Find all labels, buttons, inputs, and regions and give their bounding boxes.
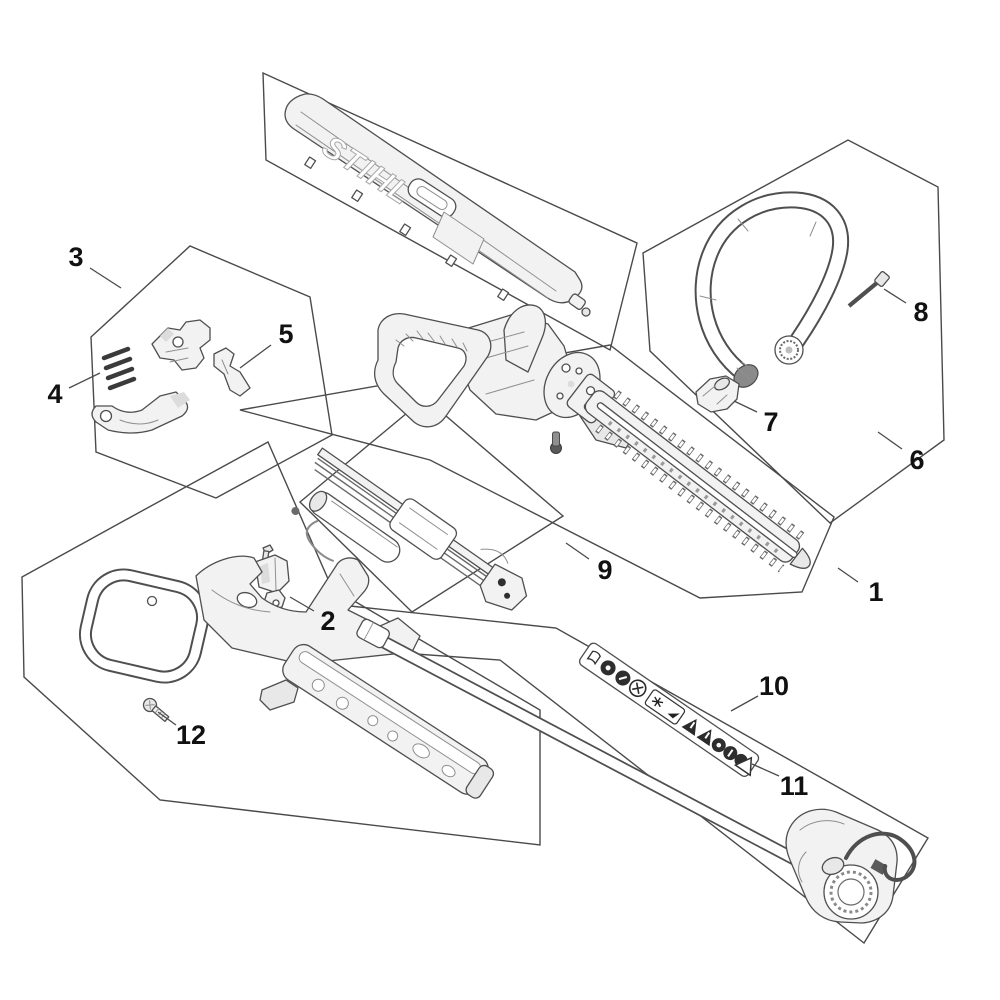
callout-11[interactable]: 11 [780,771,809,801]
callout-6[interactable]: 6 [909,445,924,475]
handle-housing-part [78,555,495,799]
hanger-hook-wire [844,831,917,882]
cutter-bar-part [566,373,811,573]
callout-12[interactable]: 12 [176,720,206,750]
leader-lines [68,267,907,777]
callout-3[interactable]: 3 [68,242,83,272]
callout-2[interactable]: 2 [320,606,335,636]
switch-part [254,544,290,611]
handle-clamp-washer [774,335,804,365]
handle-bolt-part [847,270,890,308]
group-outline-loop-handle [642,139,945,524]
scabbard-handle-slot [407,178,457,218]
gearbox-bolt [550,431,562,454]
group-outline-trigger-kit [90,245,333,499]
group-outline-cutter-assembly [239,344,835,599]
spring-part [101,346,137,391]
safety-sticker-part [578,642,760,777]
trigger-lever-part [91,391,190,434]
drive-tube-part [356,618,804,868]
lockout-lever-part [213,347,251,397]
housing-screw-part [142,697,170,723]
trigger-housing-part [151,319,211,371]
scabbard-tip-nub [568,293,591,317]
housing-nose [282,643,495,799]
loop-handle-part [694,191,850,388]
callout-9[interactable]: 9 [597,555,612,585]
blade-carrier-part [291,447,528,611]
carrier-roller [308,490,401,563]
group-outline-scabbard [262,71,638,352]
manual-pictogram [586,650,601,666]
tube-end-motor-housing [785,808,917,924]
group-outline-blade-carrier [298,397,565,613]
callout-5[interactable]: 5 [278,319,293,349]
callout-10[interactable]: 10 [759,671,789,701]
handle-clamp-part [695,375,740,413]
callout-7[interactable]: 7 [763,407,778,437]
callout-1[interactable]: 1 [868,577,883,607]
callout-4[interactable]: 4 [47,379,62,409]
scabbard-part: STIHL [284,93,591,317]
callout-8[interactable]: 8 [913,297,928,327]
scabbard-clips [304,156,510,302]
group-outline-handle-housing [21,441,541,846]
